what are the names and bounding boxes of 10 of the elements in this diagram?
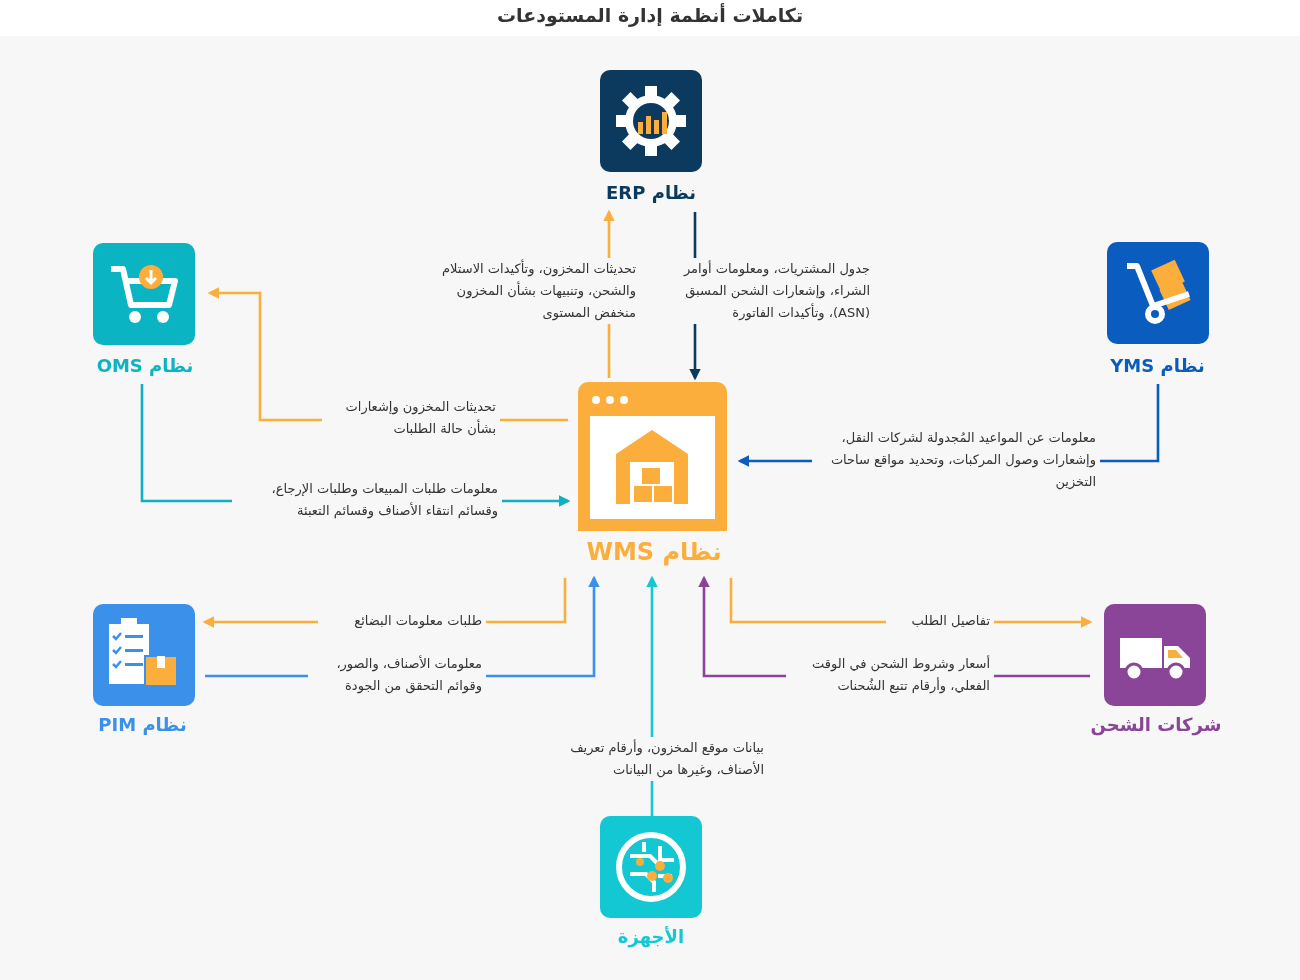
title: تكاملات أنظمة إدارة المستودعات <box>495 4 805 26</box>
system-name: نظام OMS <box>95 355 195 376</box>
system-name: شركات الشحن <box>1090 714 1222 735</box>
system-name: نظام WMS <box>585 538 723 566</box>
system-name: نظام PIM <box>97 714 188 735</box>
system-name: نظام ERP <box>605 182 697 203</box>
system-name: نظام YMS <box>1109 355 1206 376</box>
system-name: الأجهزة <box>616 926 686 947</box>
edge-label: أسعار وشروط الشحن في الوقت الفعلي، وأرقام تتبع الشُحنات <box>786 653 994 697</box>
edge-label: معلومات الأصناف، والصور، وقوائم التحقق من الجودة <box>308 653 486 697</box>
